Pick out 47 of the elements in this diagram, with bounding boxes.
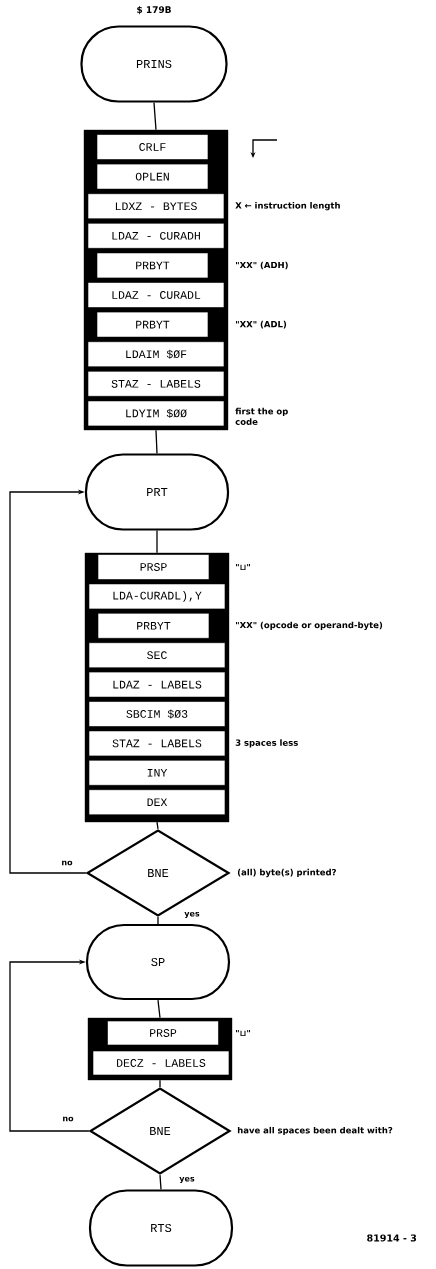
edge-label: no: [60, 859, 74, 867]
instruction-box: STAZ - LABELS: [87, 371, 225, 397]
connector: [157, 999, 161, 1019]
instruction-box: DEX: [88, 789, 226, 815]
instruction-box: SBCIM $Ø3: [88, 701, 226, 727]
instruction-box: LDAZ - LABELS: [88, 671, 226, 698]
instruction-box: SEC: [88, 642, 226, 668]
connector: [157, 916, 159, 925]
instruction-box: OPLEN: [96, 163, 209, 190]
annotation: (all) byte(s) printed?: [237, 868, 336, 878]
instruction-box: PRSP: [97, 554, 210, 580]
instruction-box: CRLF: [96, 134, 209, 160]
instruction-box: LDAZ - CURADL: [87, 282, 225, 308]
connector: [159, 1174, 162, 1191]
annotation: "XX" (opcode or operand-byte): [236, 621, 383, 630]
annotation: 3 spaces less: [235, 739, 298, 748]
connector: [155, 429, 158, 455]
connector: [159, 1079, 161, 1088]
instruction-box: LDXZ - BYTES: [87, 193, 225, 219]
annotation: first the op code: [235, 407, 288, 425]
edge-label: yes: [178, 1175, 196, 1185]
instruction-box: INY: [88, 760, 226, 786]
instruction-box: LDAIM $ØF: [87, 341, 225, 367]
instruction-box: LDA-CURADL),Y: [88, 583, 226, 610]
edge-label: yes: [183, 910, 201, 920]
connector: [9, 489, 87, 874]
annotation: X ← instruction length: [235, 202, 340, 211]
annotation: "⊔": [236, 563, 250, 571]
connector: [156, 821, 159, 830]
connector: [156, 529, 158, 554]
annotation: "⊔": [236, 1029, 250, 1037]
connector: [153, 101, 157, 131]
instruction-box: STAZ - LABELS: [88, 730, 226, 757]
instruction-box: PRBYT: [96, 252, 209, 279]
instruction-box: LDYIM $ØØ: [87, 400, 225, 427]
instruction-box: PRSP: [107, 1020, 219, 1046]
annotation: "XX" (ADL): [236, 320, 287, 329]
instruction-box: LDAZ - CURADH: [87, 223, 225, 249]
annotation: have all spaces been dealt with?: [237, 1126, 393, 1136]
figure-number: 81914 - 3: [367, 1234, 417, 1242]
address-label: $ 179B: [137, 6, 171, 15]
instruction-box: PRBYT: [97, 613, 210, 639]
instruction-box: DECZ - LABELS: [92, 1050, 230, 1076]
annotation: "XX" (ADH): [236, 261, 288, 270]
edge-label: no: [61, 1115, 75, 1123]
connector: [9, 959, 90, 1132]
instruction-box: PRBYT: [96, 311, 209, 338]
